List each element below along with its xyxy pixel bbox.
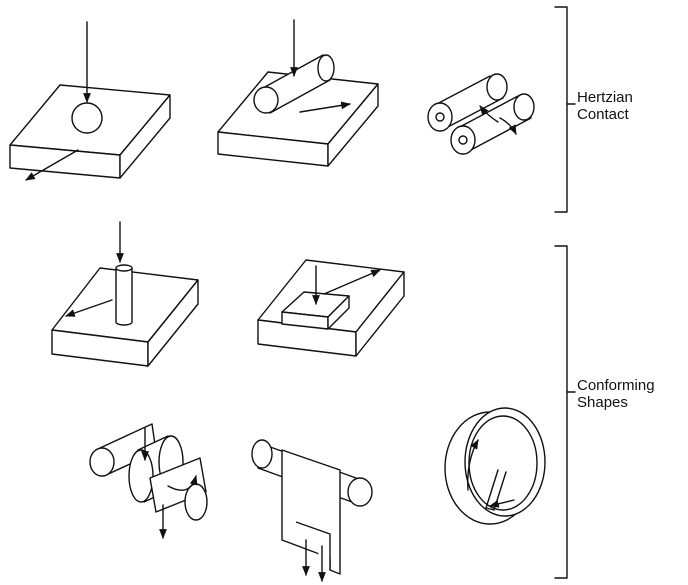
hertzian-label-line2: Contact [577,106,630,123]
band-on-drum-figure [251,439,373,582]
motion-arrow [323,269,381,295]
pin-on-flat-figure [51,221,199,367]
hertzian-label-line1: Hertzian [577,89,633,106]
journal-bearing-figure [89,423,208,539]
sphere-on-flat-figure [9,21,171,181]
conforming-label-line1: Conforming [577,377,655,394]
rotation-arrow [479,105,499,123]
motion-arrow [25,149,79,181]
cylinder-on-flat-figure [217,19,379,167]
conforming-bracket: Conforming Shapes [554,245,655,579]
load-arrow [489,499,515,508]
motion-arrow [299,101,351,113]
motion-arrow [65,299,113,317]
rotation-arrow [467,439,479,491]
rotation-arrow [167,475,198,491]
hertzian-bracket: Hertzian Contact [554,6,633,213]
conforming-label-line2: Shapes [577,394,628,411]
twin-roller-figure [427,73,535,155]
rotation-arrow [499,117,517,135]
ring-in-ring-figure [444,407,546,525]
block-on-flat-figure [257,259,405,357]
